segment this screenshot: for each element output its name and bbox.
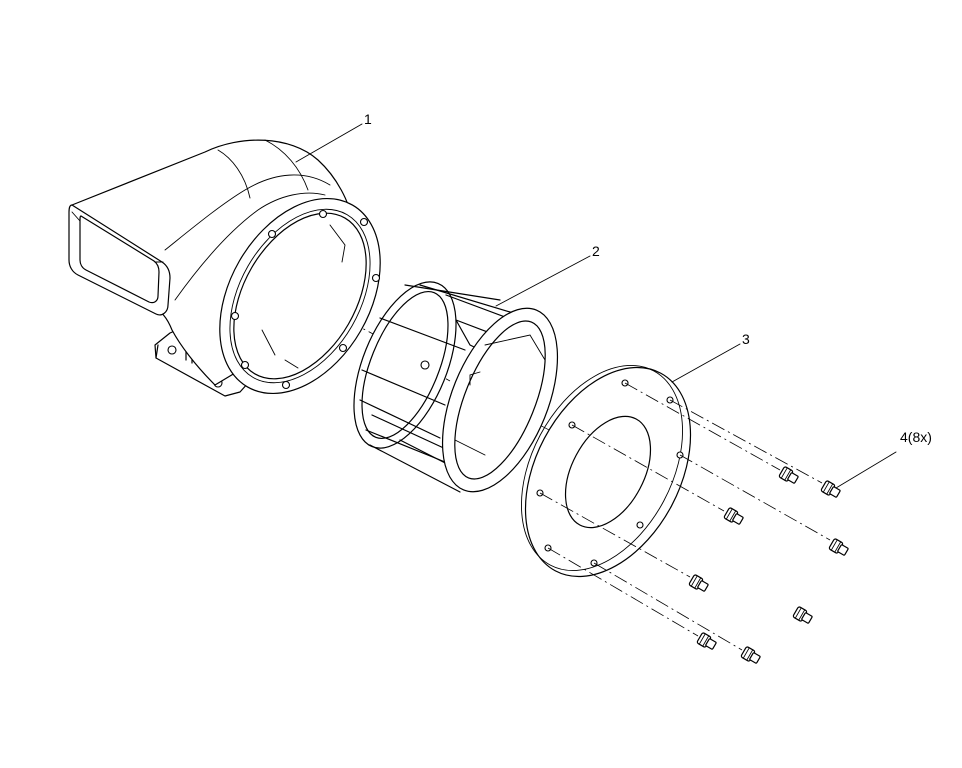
- screw: [820, 480, 841, 498]
- screws: [688, 466, 849, 664]
- screw: [828, 538, 849, 556]
- leader-lines: [295, 123, 897, 489]
- callout-cover-plate: 3: [742, 331, 750, 347]
- leader-line-cover-plate: [671, 343, 741, 383]
- blower-housing: [68, 139, 381, 397]
- callout-housing: 1: [364, 111, 372, 127]
- leader-line-impeller: [495, 255, 591, 307]
- callout-screws: 4(8x): [900, 429, 932, 445]
- callout-impeller: 2: [592, 243, 600, 259]
- impeller: [353, 281, 559, 493]
- screw-axis-lines: [539, 382, 831, 651]
- leader-line-screws: [835, 451, 897, 489]
- screw: [740, 646, 761, 664]
- leader-line-housing: [295, 123, 363, 163]
- screw: [792, 606, 813, 624]
- screw: [688, 574, 709, 592]
- screw: [778, 466, 799, 484]
- screw: [696, 632, 717, 650]
- screw: [723, 507, 744, 525]
